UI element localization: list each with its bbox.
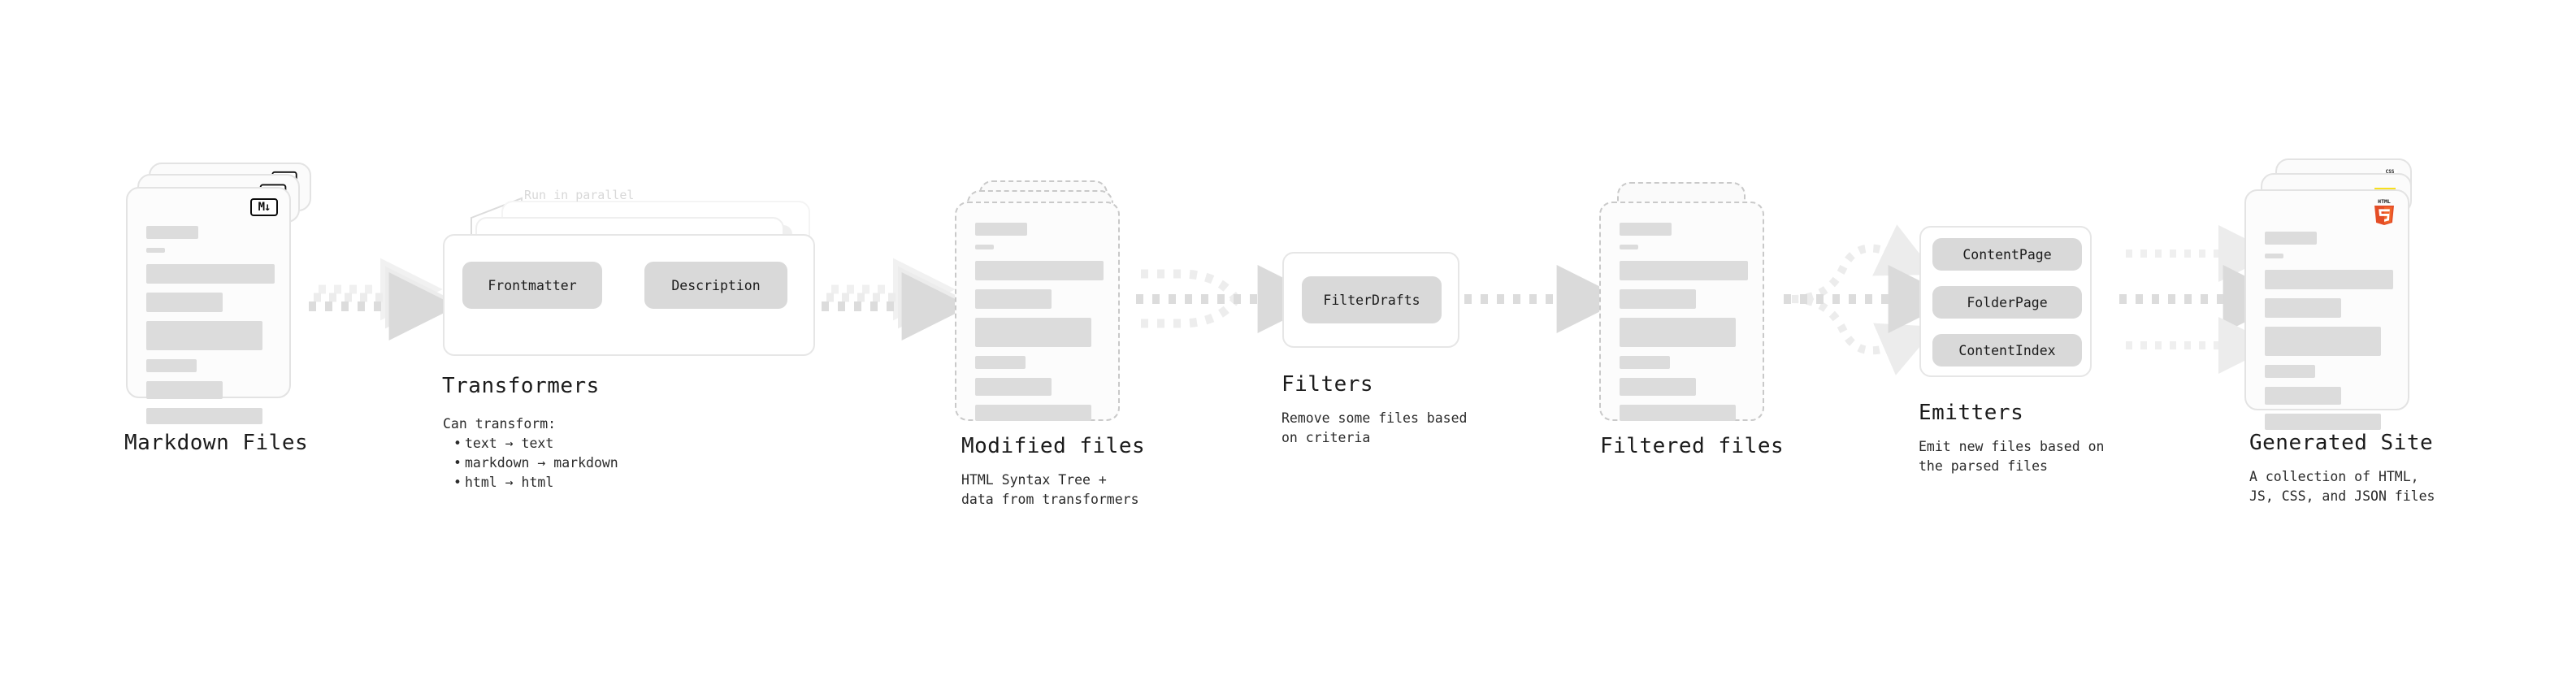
skeleton-bar (146, 321, 262, 350)
emitter-pill-contentindex[interactable]: ContentIndex (1932, 334, 2082, 367)
markdown-card-front: M↓ (126, 187, 291, 424)
skeleton-bar (2265, 270, 2393, 289)
filtered-card-front (1599, 202, 1764, 421)
transformer-pill-frontmatter[interactable]: Frontmatter (462, 262, 602, 309)
stage-markdown-files: M↓ M↓ M↓ Markdown Files (124, 163, 313, 455)
markdown-icon: M↓ (250, 198, 278, 216)
modified-card-stack (955, 180, 1130, 424)
skeleton-bars (146, 226, 275, 433)
emitter-pill-contentpage[interactable]: ContentPage (1932, 238, 2082, 271)
skeleton-bar (975, 356, 1026, 369)
stage-title-markdown-files: Markdown Files (124, 431, 309, 455)
skeleton-bars (975, 223, 1104, 430)
generated-site-desc-line2: JS, CSS, and JSON files (2249, 488, 2435, 504)
skeleton-bar (1620, 289, 1696, 309)
stage-generated-site: CSS HTML (2244, 158, 2435, 504)
stage-title-modified-files: Modified files (961, 434, 1146, 458)
skeleton-bar (146, 408, 262, 424)
transformers-desc-heading: Can transform: (443, 416, 557, 432)
skeleton-bar (2265, 254, 2283, 258)
stage-modified-files: Modified files HTML Syntax Tree + data f… (955, 180, 1145, 507)
skeleton-bar (146, 293, 223, 312)
skeleton-bar (975, 245, 994, 249)
filters-group: FilterDrafts (1282, 252, 1459, 348)
skeleton-bar (1620, 261, 1748, 280)
stage-title-generated-site: Generated Site (2249, 431, 2434, 455)
arrow-emitters-to-site (2119, 225, 2292, 374)
skeleton-bar (146, 248, 165, 253)
stage-title-filters: Filters (1281, 372, 1374, 397)
site-card-stack: CSS HTML (2244, 158, 2431, 430)
skeleton-bar (2265, 327, 2381, 356)
arrow-markdown-to-transformers (309, 258, 458, 340)
emitters-desc-line2: the parsed files (1919, 458, 2048, 474)
skeleton-bars (2265, 232, 2393, 439)
svg-text:HTML: HTML (2378, 198, 2391, 205)
modified-card-front (955, 202, 1120, 421)
transformer-pill-description[interactable]: Description (644, 262, 787, 309)
arrow-transformers-to-modified (822, 258, 970, 340)
skeleton-bar (975, 261, 1104, 280)
skeleton-bar (146, 359, 197, 372)
skeleton-bar (2265, 365, 2315, 378)
stage-title-emitters: Emitters (1919, 401, 2024, 425)
skeleton-bar (2265, 387, 2341, 405)
skeleton-bar (975, 405, 1091, 421)
site-card-front-html: HTML (2244, 189, 2409, 430)
skeleton-bar (1620, 318, 1736, 347)
filtered-card-stack (1599, 180, 1774, 424)
skeleton-bar (146, 226, 198, 239)
skeleton-bar (975, 223, 1027, 236)
markdown-card-stack: M↓ M↓ M↓ (126, 163, 313, 424)
transformer-group-front: Frontmatter Description (443, 234, 815, 356)
arrow-modified-to-filters (1136, 265, 1326, 333)
transformers-desc-list: text → text markdown → markdown html → h… (453, 434, 618, 492)
skeleton-bar (2265, 298, 2341, 318)
list-item: html → html (453, 473, 618, 492)
skeleton-bars (1620, 223, 1748, 430)
skeleton-bar (1620, 405, 1736, 421)
skeleton-bar (146, 381, 223, 399)
list-item: text → text (453, 434, 618, 453)
run-in-parallel-label: Run in parallel (524, 188, 635, 202)
skeleton-bar (975, 318, 1091, 347)
skeleton-bar (1620, 378, 1696, 396)
modified-files-desc-line1: HTML Syntax Tree + (961, 472, 1107, 488)
emitters-desc-line1: Emit new files based on (1919, 439, 2105, 454)
emitter-pill-folderpage[interactable]: FolderPage (1932, 286, 2082, 319)
arrow-filtered-to-emitters (1784, 224, 1957, 375)
skeleton-bar (1620, 356, 1670, 369)
skeleton-bar (146, 264, 275, 284)
generated-site-desc-line1: A collection of HTML, (2249, 469, 2419, 484)
skeleton-bar (2265, 232, 2317, 245)
stage-title-transformers: Transformers (442, 374, 600, 398)
skeleton-bar (1620, 245, 1638, 249)
filter-pill-filterdrafts[interactable]: FilterDrafts (1302, 276, 1442, 323)
modified-files-desc-line2: data from transformers (961, 492, 1139, 507)
skeleton-bar (975, 289, 1052, 309)
filters-desc-line1: Remove some files based (1281, 410, 1468, 426)
emitters-group: ContentPage FolderPage ContentIndex (1919, 226, 2092, 377)
stage-filtered-files: Filtered files (1599, 180, 1784, 458)
skeleton-bar (975, 378, 1052, 396)
filters-desc-line2: on criteria (1281, 430, 1371, 445)
stage-title-filtered-files: Filtered files (1600, 434, 1785, 458)
skeleton-bar (1620, 223, 1672, 236)
html5-icon: HTML (2372, 197, 2396, 226)
skeleton-bar (2265, 414, 2381, 430)
list-item: markdown → markdown (453, 453, 618, 473)
